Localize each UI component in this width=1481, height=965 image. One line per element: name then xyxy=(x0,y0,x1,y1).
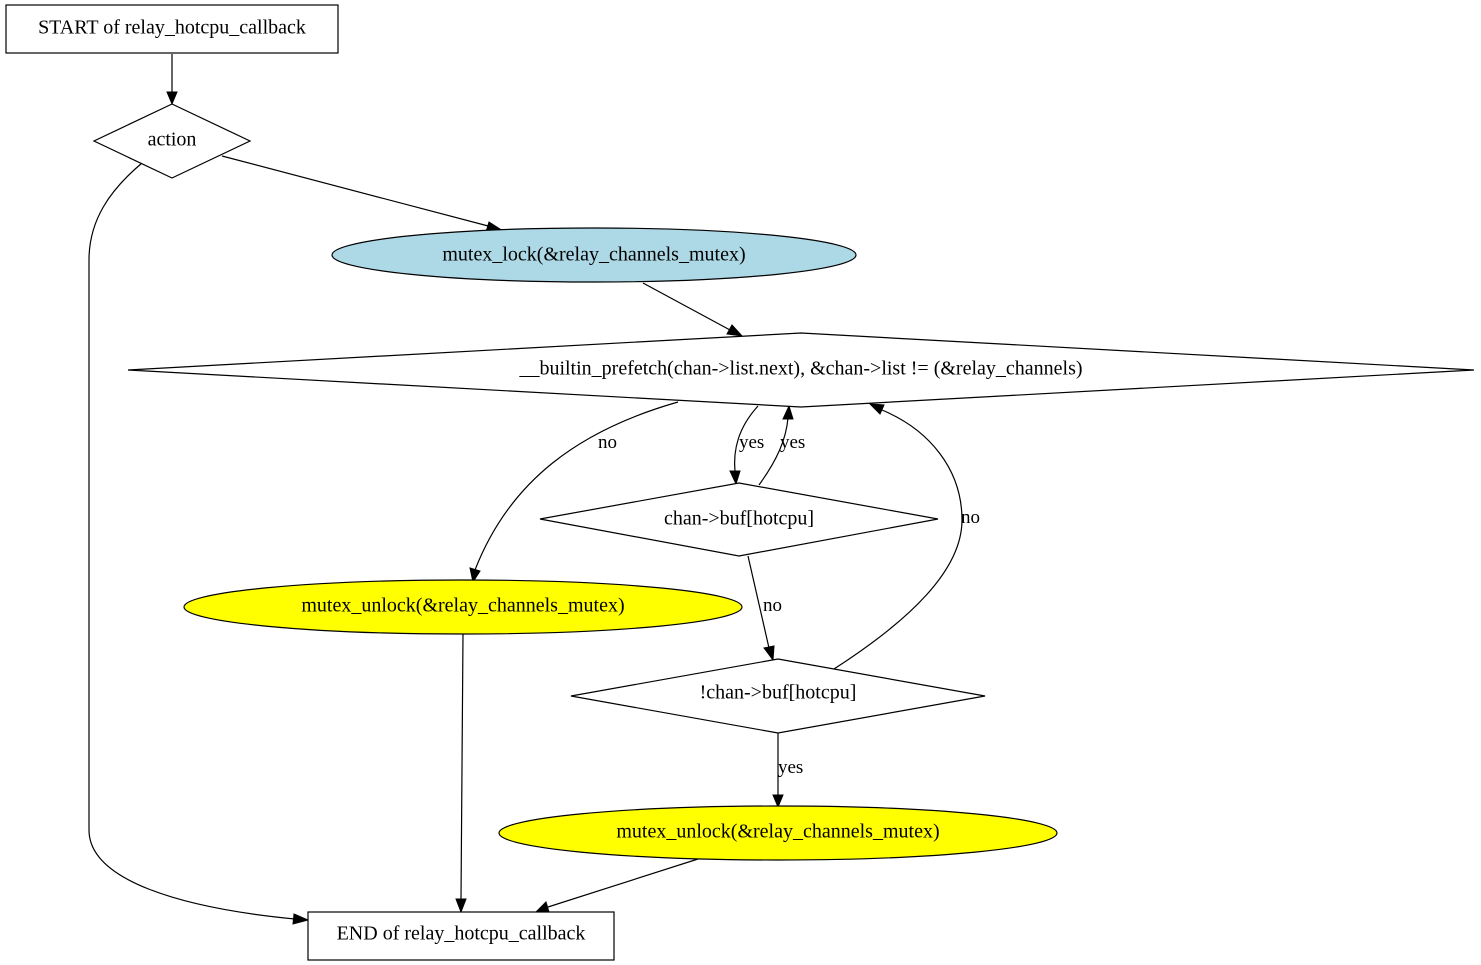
edge-unlock-a-to-end xyxy=(455,633,467,914)
edge-label-no: no xyxy=(598,432,617,453)
start-node: START of relay_hotcpu_callback xyxy=(5,4,339,54)
loop-condition-decision: __builtin_prefetch(chan->list.next), &ch… xyxy=(127,332,1475,408)
edge-label-yes: yes xyxy=(739,432,764,453)
end-node-label: END of relay_hotcpu_callback xyxy=(337,923,586,945)
action-decision: action xyxy=(92,103,252,179)
edge-loop-to-buf: yes xyxy=(729,405,764,486)
action-decision-label: action xyxy=(148,129,197,151)
nodes: START of relay_hotcpu_callback action mu… xyxy=(5,4,1475,961)
edge-start-to-action xyxy=(166,54,178,106)
mutex-lock-label: mutex_lock(&relay_channels_mutex) xyxy=(442,244,745,266)
mutex-unlock-a-label: mutex_unlock(&relay_channels_mutex) xyxy=(301,595,624,617)
edge-label-yes: yes xyxy=(778,757,803,778)
edge-label-yes: yes xyxy=(780,432,805,453)
start-node-label: START of relay_hotcpu_callback xyxy=(38,17,306,39)
edge-lock-to-loop xyxy=(642,282,744,337)
mutex-unlock-node-b: mutex_unlock(&relay_channels_mutex) xyxy=(498,805,1058,861)
not-buf-check-label: !chan->buf[hotcpu] xyxy=(700,682,857,704)
edge-action-to-lock xyxy=(221,155,505,233)
buf-check-label: chan->buf[hotcpu] xyxy=(664,508,814,530)
not-buf-check-decision: !chan->buf[hotcpu] xyxy=(570,658,986,734)
edge-buf-to-loop: yes xyxy=(758,404,805,486)
mutex-unlock-b-label: mutex_unlock(&relay_channels_mutex) xyxy=(616,821,939,843)
end-node: END of relay_hotcpu_callback xyxy=(307,911,615,961)
buf-check-decision: chan->buf[hotcpu] xyxy=(539,482,939,557)
edge-buf-to-notbuf: no xyxy=(747,555,782,662)
edges: no yes yes no no yes xyxy=(88,54,980,925)
edge-loop-to-unlock-a: no xyxy=(469,401,679,584)
edge-notbuf-to-loop: no xyxy=(833,403,980,670)
edge-action-to-end xyxy=(88,162,310,925)
edge-label-no: no xyxy=(763,595,782,616)
edge-label-no: no xyxy=(961,507,980,528)
mutex-unlock-node-a: mutex_unlock(&relay_channels_mutex) xyxy=(183,579,743,635)
edge-notbuf-to-unlock-b: yes xyxy=(772,733,803,809)
edge-unlock-b-to-end xyxy=(534,858,699,913)
mutex-lock-node: mutex_lock(&relay_channels_mutex) xyxy=(331,227,857,283)
loop-condition-label: __builtin_prefetch(chan->list.next), &ch… xyxy=(518,358,1082,380)
